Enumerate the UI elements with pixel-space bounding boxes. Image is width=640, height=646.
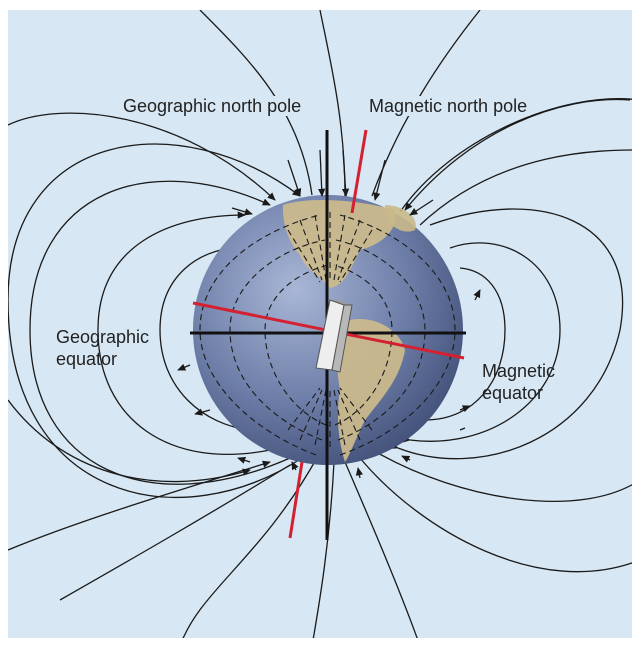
label-magnetic-north-pole-text: Magnetic north pole	[366, 96, 531, 116]
field-line	[359, 457, 632, 573]
label-magnetic-equator-line2: equator	[482, 383, 544, 403]
field-lines-inner	[199, 212, 456, 456]
field-line	[8, 143, 306, 498]
field-line	[312, 461, 335, 638]
label-geographic-equator-line2: equator	[56, 349, 118, 369]
north-america-land	[282, 199, 396, 288]
field-line	[389, 208, 624, 460]
field-line	[338, 453, 418, 638]
label-geographic-equator-line1: Geographic	[56, 327, 150, 347]
field-line	[159, 244, 251, 431]
field-line	[375, 451, 632, 502]
field-line	[8, 399, 251, 483]
field-line	[59, 464, 291, 601]
greenland-land	[385, 205, 416, 232]
field-lines-outer	[8, 10, 632, 638]
label-geographic-north-pole-text: Geographic north pole	[120, 96, 305, 116]
field-line	[199, 10, 313, 196]
label-geographic-north-pole: Geographic north pole	[120, 95, 305, 117]
field-line	[419, 149, 632, 226]
field-line	[8, 460, 271, 551]
field-line	[8, 112, 276, 201]
label-magnetic-equator: Magnetic equator	[482, 360, 555, 404]
label-magnetic-north-pole: Magnetic north pole	[366, 95, 531, 117]
field-arrows	[177, 149, 481, 479]
label-magnetic-equator-line1: Magnetic	[482, 361, 556, 381]
label-geographic-equator: Geographic equator	[56, 326, 149, 370]
magnetic-axis-north	[350, 129, 368, 214]
magnetic-axis-south	[288, 461, 304, 539]
field-line	[97, 211, 271, 455]
field-line	[29, 180, 291, 485]
bar-magnet	[315, 299, 353, 373]
field-line	[319, 10, 346, 197]
field-line	[417, 267, 506, 424]
field-line	[404, 98, 631, 211]
field-line	[402, 242, 561, 443]
